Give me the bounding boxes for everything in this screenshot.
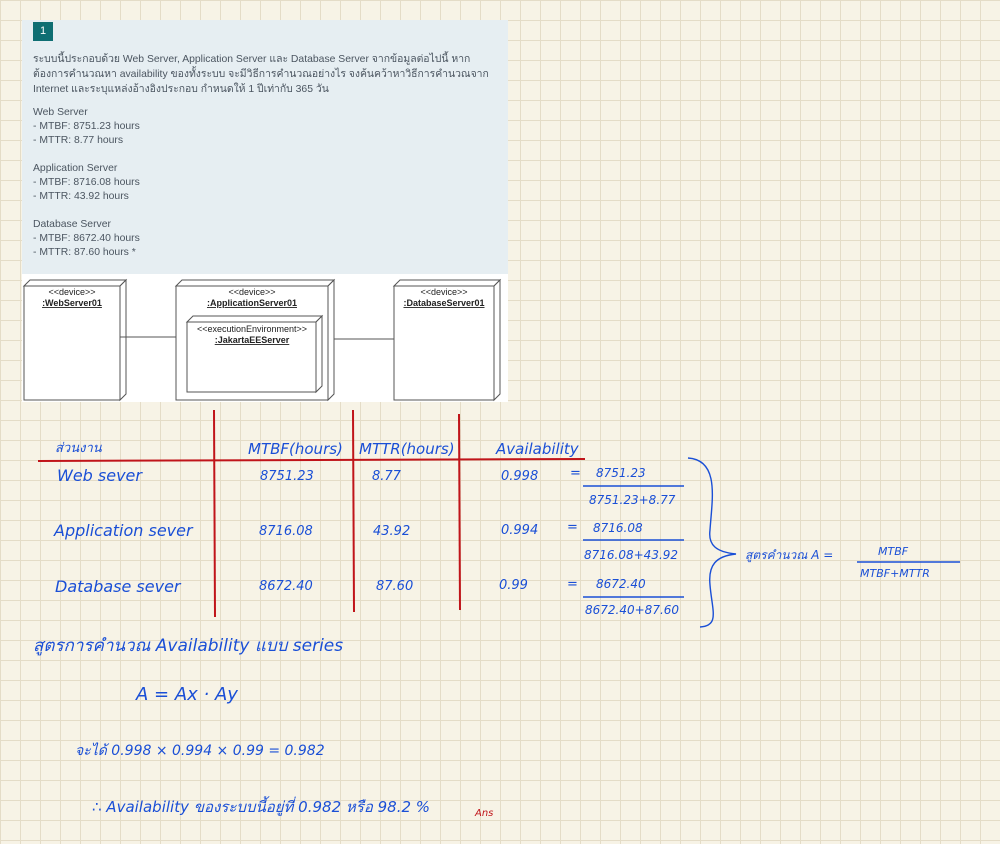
- db-server-heading: Database Server: [33, 219, 111, 230]
- row-web-denominator: 8751.23+8.77: [589, 493, 676, 507]
- row-db-name: Database sever: [55, 577, 181, 596]
- question-number-badge: 1: [33, 22, 53, 41]
- row-web-availability: 0.998: [501, 469, 539, 484]
- row-app-mtbf: 8716.08: [259, 524, 313, 539]
- app-node-name: :ApplicationServer01: [207, 298, 297, 308]
- row-app-denominator: 8716.08+43.92: [584, 548, 679, 562]
- row-web-name: Web sever: [57, 466, 142, 485]
- question-card: 1 ระบบนี้ประกอบด้วย Web Server, Applicat…: [22, 20, 508, 274]
- app-server-node: <<device>> :ApplicationServer01 <<execut…: [174, 278, 336, 402]
- fraction-bars: [583, 457, 960, 628]
- web-stereotype: <<device>>: [48, 287, 95, 297]
- app-stereotype: <<device>>: [228, 287, 275, 297]
- web-server-node: <<device>> :WebServer01: [22, 278, 128, 402]
- series-title: สูตรการคำนวณ Availability แบบ series: [33, 636, 344, 656]
- question-line-3: Internet และระบุแหล่งอ้างอิงประกอบ กำหนด…: [33, 84, 329, 95]
- db-stereotype: <<device>>: [420, 287, 467, 297]
- table-grid-lines: [37, 409, 586, 618]
- db-node-name: :DatabaseServer01: [403, 298, 484, 308]
- row-app-eq: =: [567, 520, 578, 535]
- web-server-heading: Web Server: [33, 107, 88, 118]
- exec-stereotype: <<executionEnvironment>>: [197, 324, 307, 334]
- row-db-mtbf: 8672.40: [259, 579, 313, 594]
- row-web-mtbf: 8751.23: [260, 469, 314, 484]
- result-line: จะได้ 0.998 × 0.994 × 0.99 = 0.982: [75, 743, 325, 759]
- app-server-mttr: - MTTR: 43.92 hours: [33, 191, 129, 202]
- question-line-2: ต้องการคำนวณหา availability ของทั้งระบบ …: [33, 69, 489, 80]
- row-db-denominator: 8672.40+87.60: [585, 603, 680, 617]
- series-formula: A = Ax · Ay: [136, 684, 238, 705]
- row-db-availability: 0.99: [499, 578, 528, 593]
- header-availability: Availability: [496, 440, 579, 458]
- row-db-eq: =: [567, 577, 578, 592]
- ans-mark: Ans: [475, 808, 494, 819]
- formula-label: สูตรคำนวณ A =: [745, 548, 834, 562]
- row-app-name: Application sever: [54, 521, 193, 540]
- row-web-eq: =: [570, 466, 581, 481]
- row-app-numerator: 8716.08: [593, 521, 643, 535]
- conclusion-line: ∴ Availability ของระบบนี้อยู่ที่ 0.982 ห…: [92, 798, 431, 816]
- row-db-numerator: 8672.40: [596, 577, 646, 591]
- question-line-1: ระบบนี้ประกอบด้วย Web Server, Applicatio…: [33, 54, 471, 65]
- formula-numerator: MTBF: [878, 545, 909, 558]
- app-server-mtbf: - MTBF: 8716.08 hours: [33, 177, 140, 188]
- header-mttr: MTTR(hours): [359, 440, 455, 458]
- db-server-node: <<device>> :DatabaseServer01: [392, 278, 502, 402]
- row-web-mttr: 8.77: [372, 469, 401, 484]
- row-app-availability: 0.994: [501, 523, 539, 538]
- row-db-mttr: 87.60: [376, 579, 414, 594]
- db-server-mttr: - MTTR: 87.60 hours *: [33, 247, 136, 258]
- app-server-heading: Application Server: [33, 163, 118, 174]
- db-server-mtbf: - MTBF: 8672.40 hours: [33, 233, 140, 244]
- header-mtbf: MTBF(hours): [248, 440, 343, 458]
- row-app-mttr: 43.92: [373, 524, 411, 539]
- formula-denominator: MTBF+MTTR: [860, 567, 930, 580]
- row-web-numerator: 8751.23: [596, 466, 646, 480]
- deployment-diagram: <<device>> :WebServer01 <<device>> :Appl…: [22, 274, 508, 402]
- web-server-mttr: - MTTR: 8.77 hours: [33, 135, 124, 146]
- exec-env-name: :JakartaEEServer: [215, 335, 290, 345]
- web-server-mtbf: - MTBF: 8751.23 hours: [33, 121, 140, 132]
- header-section: ส่วนงาน: [55, 441, 102, 456]
- web-node-name: :WebServer01: [42, 298, 102, 308]
